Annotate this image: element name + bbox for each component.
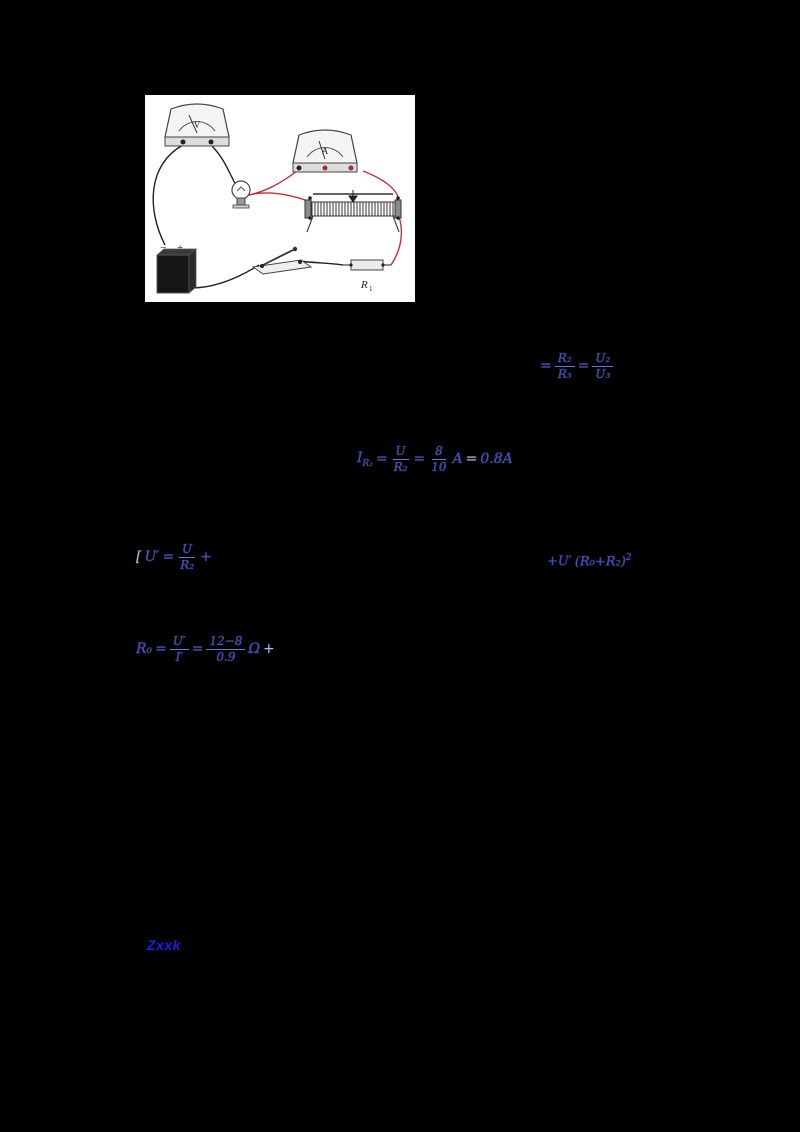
fraction: 8 10 — [431, 444, 447, 474]
resistor-label: R — [360, 279, 368, 291]
rheostat — [304, 190, 402, 233]
bulb-holder — [232, 204, 250, 209]
wire-bulb-ammeter — [248, 170, 298, 196]
eq-sign: = — [191, 641, 204, 658]
battery-minus-label: − — [160, 242, 166, 254]
ammeter-needle — [318, 140, 326, 160]
voltmeter-scale — [178, 121, 216, 132]
eq-sign: = — [375, 451, 388, 468]
battery-side — [188, 248, 197, 294]
watermark-link[interactable]: Zxxk — [147, 937, 181, 953]
switch-lever — [262, 248, 296, 266]
ammeter-scale — [306, 147, 344, 158]
eq-sign: = — [162, 549, 175, 566]
light-bulb — [231, 180, 251, 209]
rheostat-cap-right — [394, 199, 402, 219]
voltmeter-terminal-left — [180, 139, 186, 145]
rheostat-leg-right — [392, 215, 400, 233]
variable: U′ — [144, 549, 160, 566]
switch-terminal-right — [298, 260, 302, 264]
circuit-diagram: V A — [152, 103, 403, 294]
ammeter-terminal-left — [296, 165, 302, 171]
formula-voltage: [ U′ = U R₂ + — [136, 543, 212, 571]
wire-rheostat-bulb — [248, 192, 309, 202]
operator: +U′ — [547, 553, 572, 569]
fraction: U R₂ — [392, 444, 409, 474]
formula-ratio: = R₂ R₃ = U₂ U₃ — [540, 352, 614, 380]
rheostat-coil — [306, 201, 400, 217]
ammeter-terminal-mid — [322, 165, 328, 171]
rheostat-terminal-bl — [308, 216, 312, 220]
formula-squared-term: +U′ (R₀+R₂)2 — [547, 553, 632, 569]
rheostat-terminal-tl — [308, 196, 312, 200]
variable: IR₂ — [357, 449, 373, 469]
fraction: 12−8 0.9 — [206, 635, 246, 663]
fraction: U R₂ — [179, 542, 196, 572]
formula-current: IR₂ = U R₂ = 8 10 A = 0.8A — [357, 445, 513, 473]
eq-sign: = — [577, 358, 590, 375]
fraction: U′ I′ — [169, 635, 189, 663]
battery-body — [156, 254, 190, 294]
variable: R₀ — [136, 641, 153, 658]
bulb-filament — [236, 186, 246, 192]
ammeter-terminal-right — [348, 165, 354, 171]
unit: Ω — [248, 641, 261, 658]
fraction: U₂ U₃ — [592, 352, 614, 380]
formula-resistance: R₀ = U′ I′ = 12−8 0.9 Ω + — [136, 635, 275, 663]
resistor-r1: R 1 — [343, 259, 391, 293]
wire-resistor-rheostat — [390, 216, 403, 266]
operator: + — [200, 549, 212, 566]
resistor-post-right — [381, 263, 385, 267]
voltmeter: V — [164, 103, 230, 147]
switch — [251, 246, 313, 275]
battery: − + — [155, 242, 198, 294]
wire-voltmeter-battery — [152, 144, 184, 246]
voltmeter-label: V — [194, 120, 201, 130]
rheostat-leg-left — [306, 215, 314, 233]
fraction: R₂ R₃ — [554, 352, 575, 380]
resistor-label-sub: 1 — [369, 285, 373, 293]
eq-sign: = — [413, 451, 426, 468]
voltmeter-base — [164, 136, 230, 147]
bulb-base — [236, 197, 246, 206]
switch-terminal-left — [260, 264, 264, 268]
bracket: [ — [136, 549, 142, 566]
resistor-body — [350, 259, 384, 271]
ammeter: A — [292, 129, 358, 173]
switch-base — [251, 259, 313, 275]
voltmeter-needle — [188, 114, 198, 134]
circuit-figure: V A — [145, 95, 415, 302]
rheostat-terminal-br — [396, 216, 400, 220]
eq-sign: = — [540, 358, 552, 375]
ammeter-label: A — [322, 146, 329, 156]
wire-voltmeter-bulb — [210, 144, 238, 188]
wire-ammeter-rheostat — [362, 170, 400, 200]
operator: + — [263, 641, 275, 658]
expression: (R₀+R₂)2 — [574, 553, 632, 570]
rheostat-cap-left — [304, 199, 312, 219]
battery-plus-label: + — [177, 242, 183, 254]
bulb-globe — [231, 180, 251, 200]
eq-sign: = — [155, 641, 167, 658]
result-value: 0.8A — [480, 451, 513, 468]
switch-knob — [292, 246, 298, 252]
eq-sign: = — [465, 451, 478, 468]
unit: A — [452, 451, 463, 468]
rheostat-terminal-tr — [396, 196, 400, 200]
resistor-post-left — [349, 263, 353, 267]
voltmeter-terminal-right — [208, 139, 214, 145]
rheostat-slider — [348, 190, 358, 203]
